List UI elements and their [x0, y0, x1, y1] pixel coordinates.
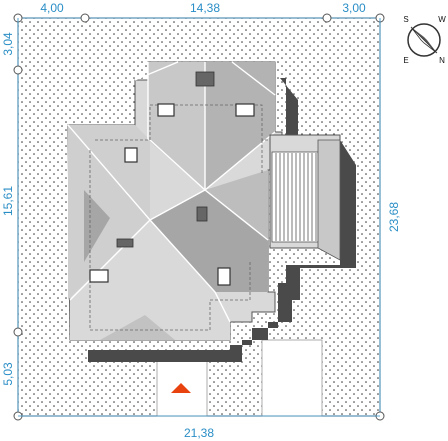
dim-top-left: 4,00 — [40, 1, 64, 15]
dim-left-bottom: 5,03 — [1, 362, 15, 386]
pergola — [269, 134, 341, 261]
chimney — [116, 238, 134, 248]
entrance-marker-icon — [171, 383, 191, 393]
chimney — [196, 206, 208, 222]
roof — [67, 61, 283, 341]
skylight — [124, 147, 138, 163]
building-shadow — [88, 78, 356, 362]
side-path — [261, 339, 323, 417]
compass-icon: S W E N — [403, 15, 446, 65]
compass-letter-e: E — [403, 56, 408, 65]
dim-left-top: 3,04 — [1, 32, 15, 56]
compass-letter-s: S — [403, 15, 408, 24]
skylight — [89, 269, 109, 283]
skylight — [157, 103, 175, 117]
dim-right: 23,68 — [387, 202, 401, 232]
dim-bottom: 21,38 — [184, 426, 214, 440]
dimension-lines — [13, 13, 385, 421]
dim-top-middle: 14,38 — [190, 1, 220, 15]
skylight — [235, 103, 255, 117]
skylight — [217, 267, 231, 286]
dim-left-middle: 15,61 — [1, 186, 15, 216]
compass-letter-w: W — [438, 15, 446, 24]
dim-top-right: 3,00 — [342, 1, 366, 15]
compass-letter-n: N — [439, 56, 445, 65]
chimney — [195, 71, 215, 87]
